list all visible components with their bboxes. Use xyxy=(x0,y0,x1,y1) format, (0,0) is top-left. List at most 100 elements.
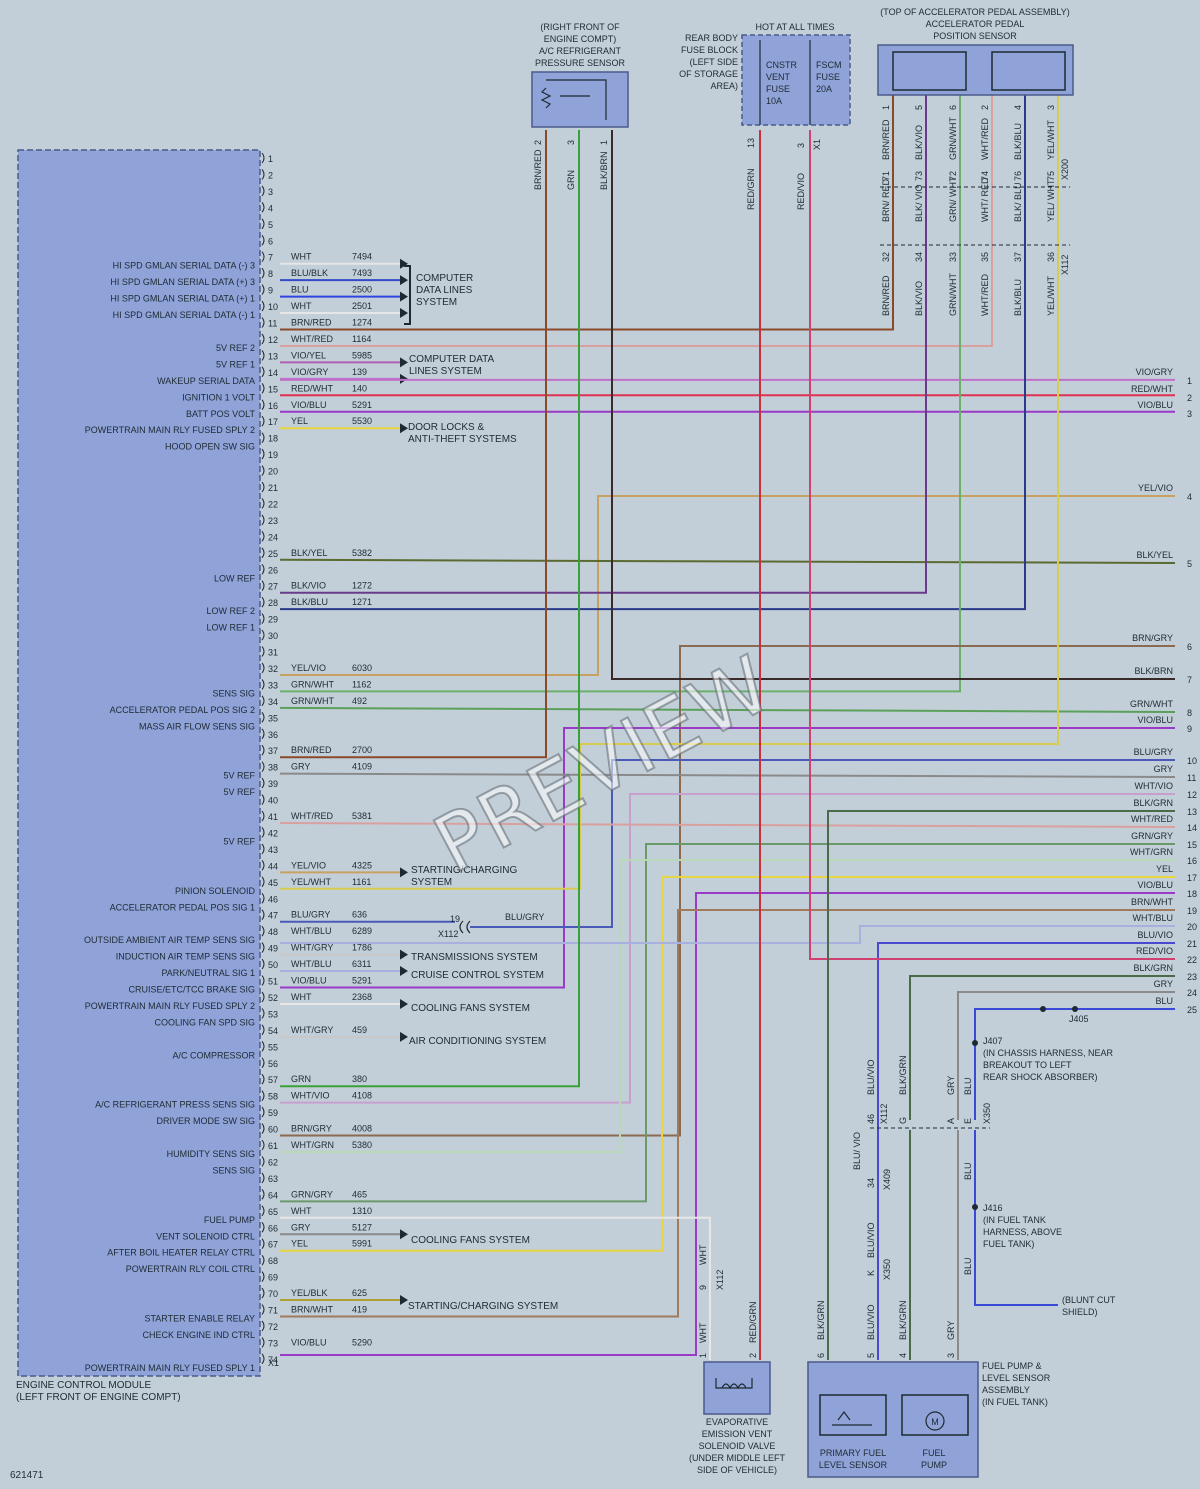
pin-terminal-mark xyxy=(261,1205,265,1217)
x350-wire-label: BLU xyxy=(963,1077,973,1095)
right-wire-label: BLK/BRN xyxy=(1134,666,1173,676)
fuel-pump-pin: 3 xyxy=(946,1353,956,1358)
right-wire-label: WHT/GRN xyxy=(1130,847,1173,857)
right-wire-label: WHT/RED xyxy=(1131,814,1173,824)
right-terminal-number: 22 xyxy=(1187,955,1197,965)
wire-pt-spl-1 xyxy=(280,892,1175,1356)
wire-maf xyxy=(279,706,1176,713)
right-wire-label: GRN/WHT xyxy=(1130,699,1173,709)
ecm-pin-number: 46 xyxy=(268,894,278,904)
system-arrow xyxy=(400,949,408,960)
ecm-circuit-number: 1161 xyxy=(352,877,371,887)
ecm-pin-label: HI SPD GMLAN SERIAL DATA (+) 1 xyxy=(110,294,255,304)
ecm-wire-color-label: BRN/RED xyxy=(291,745,332,755)
system-arrow xyxy=(400,1295,408,1306)
j405-label: J405 xyxy=(1069,1014,1089,1024)
right-wire-label: GRY xyxy=(1154,979,1173,989)
fuse-block-label: (LEFT SIDE xyxy=(690,57,738,67)
ecm-wire-color-label: BLK/YEL xyxy=(291,548,328,558)
ecm-wire-color-label: WHT/BLU xyxy=(291,926,332,936)
system-ref-label: LINES SYSTEM xyxy=(409,366,482,377)
pin-terminal-mark xyxy=(261,925,265,937)
evap-x112-id: X112 xyxy=(715,1270,725,1290)
fuel-pump-pin-wire: BLU/VIO xyxy=(866,1304,876,1340)
pedal-wire-label: BLK/BLU xyxy=(1013,123,1023,160)
wire-low-ref-1 xyxy=(280,95,1026,611)
right-terminal-number: 14 xyxy=(1187,823,1197,833)
system-ref-label: DOOR LOCKS & xyxy=(408,422,484,433)
ecm-wire-color-label: WHT xyxy=(291,992,312,1002)
ecm-pin-label: CHECK ENGINE IND CTRL xyxy=(142,1330,255,1340)
wire-blu-shield xyxy=(974,1130,1058,1306)
wire-low-ref-2 xyxy=(280,95,927,594)
ecm-wire-color-label: GRY xyxy=(291,1222,310,1232)
pin-terminal-mark xyxy=(261,350,265,361)
system-ref-label: ANTI-THEFT SYSTEMS xyxy=(408,434,517,445)
ecm-pin-label: 5V REF 1 xyxy=(216,359,255,369)
ecm-wire-color-label: WHT/GRY xyxy=(291,1025,333,1035)
pin-terminal-mark xyxy=(261,531,265,542)
ecm-circuit-number: 5291 xyxy=(352,400,372,410)
pin-terminal-mark xyxy=(261,1320,265,1332)
inline-pin: 19 xyxy=(450,914,460,924)
ecm-pin-label: A/C COMPRESSOR xyxy=(172,1050,255,1060)
pin-terminal-mark xyxy=(261,1172,265,1184)
right-wire-label: BLK/GRN xyxy=(1133,798,1173,808)
ecm-pin-number: 47 xyxy=(268,911,278,921)
ecm-pin-number: 25 xyxy=(268,549,278,559)
ecm-pin-number: 63 xyxy=(268,1174,278,1184)
pin-terminal-mark xyxy=(261,662,265,674)
fuse-pin: 13 xyxy=(746,138,756,148)
ecm-circuit-number: 4108 xyxy=(352,1091,372,1101)
right-wire-label: BLU xyxy=(1155,996,1173,1006)
wire-blu-gry xyxy=(470,759,1175,928)
ecm-pin-number: 37 xyxy=(268,746,278,756)
pin-terminal-mark xyxy=(261,596,265,608)
ecm-wire-color-label: GRN xyxy=(291,1074,311,1084)
ecm-pin-number: 62 xyxy=(268,1157,278,1167)
ecm-pin-number: 7 xyxy=(268,253,273,263)
wire-5v-ref-gry xyxy=(279,772,1176,778)
right-terminal-number: 9 xyxy=(1187,724,1192,734)
ecm-pin-number: 42 xyxy=(268,828,278,838)
pedal-x112-pin: 33 xyxy=(948,252,958,262)
primary-fuel-level-sensor-box xyxy=(819,1394,887,1436)
ecm-pin-number: 18 xyxy=(268,434,278,444)
ecm-wire-color-label: WHT/VIO xyxy=(291,1091,330,1101)
system-ref-label: STARTING/CHARGING SYSTEM xyxy=(408,1301,558,1312)
fuel-pump-label: FUEL PUMP & xyxy=(982,1361,1042,1371)
ecm-pin-number: 31 xyxy=(268,648,278,658)
fuel-pump-pin: 4 xyxy=(898,1353,908,1358)
right-terminal-number: 11 xyxy=(1187,773,1196,783)
wire-vent-sol xyxy=(280,1216,711,1360)
right-terminal-number: 3 xyxy=(1187,409,1192,419)
j405-splice xyxy=(1040,1006,1046,1012)
x350b-pin: K xyxy=(866,1270,876,1276)
right-wire-label: GRN/GRY xyxy=(1131,831,1173,841)
ecm-pin-number: 39 xyxy=(268,779,278,789)
ecm-pin-number: 21 xyxy=(268,483,278,493)
system-ref-label: COMPUTER xyxy=(416,273,473,284)
ecm-pin-number: 6 xyxy=(268,236,273,246)
inline-connector-symbol xyxy=(459,920,471,934)
wire-driver-mode xyxy=(280,793,1175,1104)
pin-terminal-mark xyxy=(261,892,265,904)
ecm-pin-label: SENS SIG xyxy=(212,688,255,698)
pin-terminal-mark xyxy=(261,843,265,855)
pedal-x112-pin: 35 xyxy=(980,252,990,262)
right-wire-label: GRY xyxy=(1154,764,1173,774)
ecm-wire-color-label: VIO/BLU xyxy=(291,1337,327,1347)
right-wire-label: BLK/GRN xyxy=(1133,963,1173,973)
pin-terminal-mark xyxy=(261,942,265,953)
ecm-pin-label: SENS SIG xyxy=(212,1165,255,1175)
ecm-pin-label: 5V REF xyxy=(223,836,255,846)
ecm-pin-label: WAKEUP SERIAL DATA xyxy=(157,376,255,386)
inline-connector-id: X112 xyxy=(438,929,458,939)
ecm-wire-color-label: VIO/BLU xyxy=(291,976,327,986)
pedal-pin: 6 xyxy=(948,105,958,110)
wire-5v-ref-ac xyxy=(280,130,547,759)
wire-5v-ref-1 xyxy=(280,95,993,347)
ecm-pin-number: 10 xyxy=(268,302,278,312)
j416-label: (IN FUEL TANK xyxy=(983,1215,1046,1225)
ecm-pin-number: 50 xyxy=(268,960,278,970)
